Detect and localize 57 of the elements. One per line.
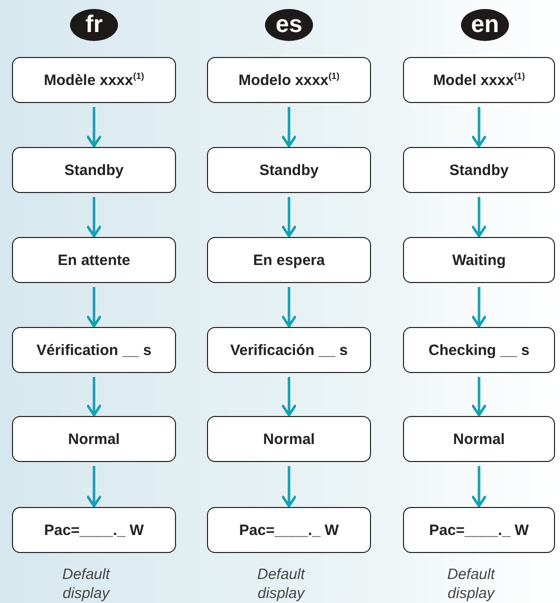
state-box [403, 416, 555, 462]
state-box [403, 57, 555, 103]
arrow [282, 287, 296, 328]
state-box [12, 327, 176, 373]
arrow [472, 466, 486, 508]
state-box [207, 327, 371, 373]
arrow [472, 377, 486, 416]
arrow [86, 197, 102, 238]
state-label: Checking __ s [428, 342, 530, 358]
state-box [12, 507, 176, 553]
state-label: Pac=____._ W [239, 522, 339, 538]
state-label: En espera [253, 252, 325, 268]
state-label: Vérification __ s [36, 342, 152, 358]
state-box [12, 147, 176, 193]
state-box [207, 416, 371, 462]
state-label: Standby [259, 162, 319, 178]
state-box [403, 327, 555, 373]
state-label: Waiting [452, 252, 506, 268]
state-box [12, 237, 176, 283]
arrow [472, 197, 486, 238]
state-box [403, 507, 555, 553]
state-box [12, 57, 176, 103]
state-label: Standby [64, 162, 124, 178]
state-label: Verificación __ s [230, 342, 348, 358]
state-box [207, 507, 371, 553]
language-badge: fr [70, 9, 118, 41]
state-label: Normal [453, 430, 505, 448]
state-box [403, 147, 555, 193]
arrow [282, 197, 296, 238]
state-label: Pac=____._ W [429, 522, 529, 538]
state-box [207, 237, 371, 283]
state-label: Modelo xxxx$^{(1)}$ [238, 71, 340, 89]
state-label: Modèle xxxx$^{(1)}$ [44, 71, 144, 89]
state-box [403, 237, 555, 283]
state-label: Pac=____._ W [44, 522, 144, 538]
arrow [86, 107, 102, 148]
arrow [282, 377, 296, 416]
state-box [207, 57, 371, 103]
state-box [207, 147, 371, 193]
state-label: Standby [449, 162, 509, 178]
state-label: En attente [58, 252, 130, 268]
arrow [86, 377, 102, 416]
arrow [86, 466, 102, 508]
arrow [472, 107, 486, 148]
state-box [12, 416, 176, 462]
state-label: Normal [68, 430, 120, 448]
language-badge: en [461, 9, 509, 41]
note-text: Default display [446, 565, 496, 603]
arrow [282, 107, 296, 148]
note-text: Default display [256, 565, 306, 603]
note-text: Default display [61, 565, 112, 603]
arrow [282, 466, 296, 508]
arrow [472, 287, 486, 328]
state-label: Normal [263, 430, 315, 448]
arrow [86, 287, 102, 328]
language-badge: es [265, 9, 313, 41]
state-label: Model xxxx$^{(1)}$ [433, 71, 525, 89]
